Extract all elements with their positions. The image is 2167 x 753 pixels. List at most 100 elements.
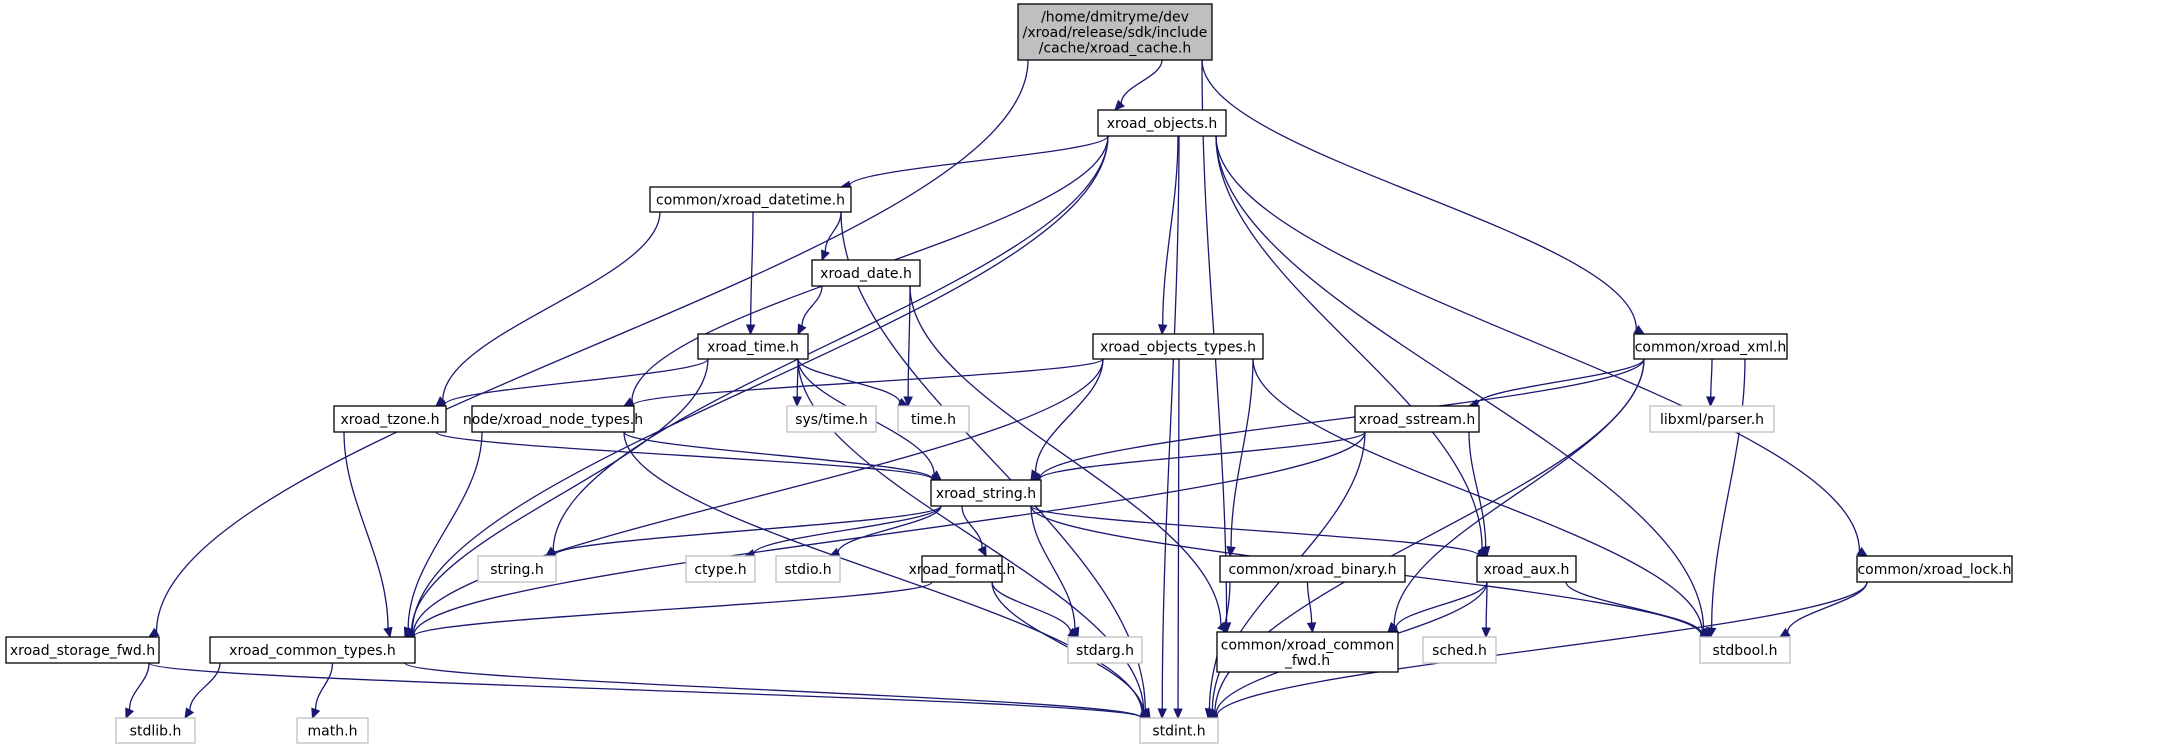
node-objects[interactable]: xroad_objects.h: [1097, 109, 1227, 137]
node-box: [209, 636, 416, 664]
edge-arrowhead: [1217, 621, 1228, 633]
node-box: [921, 555, 1003, 583]
edge-string-to-stdio: [828, 505, 942, 557]
edge-line: [314, 662, 334, 710]
edge-line: [1477, 358, 1645, 404]
edge-storage-to-stdint: [148, 662, 1152, 723]
node-stdarg[interactable]: stdarg.h: [1067, 636, 1143, 664]
edge-xml-to-commonfwd: [1387, 358, 1645, 633]
edge-format-to-stdarg: [991, 581, 1080, 638]
edge-arrowhead: [403, 626, 413, 639]
node-box: [930, 479, 1042, 507]
node-binary[interactable]: common/xroad_binary.h: [1219, 555, 1406, 583]
edge-tzone-to-commontypes: [343, 431, 393, 639]
node-label: common/xroad_binary.h: [1228, 562, 1396, 578]
node-label: xroad_storage_fwd.h: [10, 643, 155, 659]
edge-arrowhead: [1706, 396, 1716, 408]
edge-line: [1161, 135, 1180, 710]
node-box: [685, 555, 756, 583]
node-date[interactable]: xroad_date.h: [811, 259, 921, 287]
node-format[interactable]: xroad_format.h: [909, 555, 1016, 583]
node-sstream[interactable]: xroad_sstream.h: [1354, 405, 1480, 433]
node-label: /home/dmitryme/dev: [1041, 10, 1189, 26]
node-label: stdbool.h: [1713, 643, 1778, 659]
node-lock[interactable]: common/xroad_lock.h: [1856, 555, 2013, 583]
edge-objects-to-datetime: [839, 135, 1109, 190]
node-box: [1097, 109, 1227, 137]
node-box: [1422, 636, 1497, 664]
node-stdint[interactable]: stdint.h: [1139, 717, 1219, 744]
node-root[interactable]: /home/dmitryme/dev/xroad/release/sdk/inc…: [1017, 3, 1213, 61]
edge-arrowhead: [1204, 707, 1215, 720]
node-box: [296, 717, 369, 744]
edge-arrowhead: [1778, 627, 1791, 638]
node-datetime[interactable]: common/xroad_datetime.h: [649, 186, 852, 213]
edge-line: [824, 211, 842, 252]
node-commonfwd[interactable]: common/xroad_common_fwd.h: [1216, 631, 1399, 673]
edge-line: [1710, 358, 1713, 398]
node-xml[interactable]: common/xroad_xml.h: [1633, 333, 1788, 360]
node-storage[interactable]: xroad_storage_fwd.h: [5, 636, 160, 664]
node-stdlib[interactable]: stdlib.h: [115, 717, 196, 744]
nodes-layer: /home/dmitryme/dev/xroad/release/sdk/inc…: [5, 3, 2013, 744]
node-label: /cache/xroad_cache.h: [1039, 41, 1191, 57]
node-nodetypes[interactable]: node/xroad_node_types.h: [463, 405, 643, 433]
edge-line: [1565, 581, 1703, 635]
node-timeh[interactable]: time.h: [897, 405, 970, 433]
edge-arrowhead: [792, 396, 802, 408]
edge-arrowhead: [1306, 622, 1317, 634]
node-time[interactable]: xroad_time.h: [697, 333, 809, 360]
edge-line: [412, 358, 1104, 634]
node-aux[interactable]: xroad_aux.h: [1476, 555, 1577, 583]
node-string[interactable]: xroad_string.h: [930, 479, 1042, 507]
node-label: /xroad/release/sdk/include: [1023, 25, 1208, 41]
edge-datetime-to-time: [745, 211, 756, 336]
node-tzone[interactable]: xroad_tzone.h: [333, 405, 447, 433]
node-stdbool[interactable]: stdbool.h: [1699, 636, 1791, 664]
node-commontypes[interactable]: xroad_common_types.h: [209, 636, 416, 664]
node-systime[interactable]: sys/time.h: [786, 405, 877, 433]
node-label: math.h: [308, 724, 358, 740]
edge-line: [189, 662, 221, 711]
node-label: common/xroad_common: [1221, 637, 1394, 653]
edge-arrowhead: [821, 249, 830, 262]
node-label: libxml/parser.h: [1660, 412, 1764, 428]
node-label: common/xroad_lock.h: [1857, 562, 2011, 578]
edge-line: [155, 59, 1029, 633]
edge-arrowhead: [1481, 627, 1491, 639]
edge-line: [413, 581, 933, 637]
edge-arrowhead: [383, 626, 393, 639]
edge-arrowhead: [1114, 99, 1125, 111]
edge-lock-to-stdbool: [1778, 581, 1868, 638]
edge-arrowhead: [1067, 627, 1080, 638]
edge-line: [1030, 505, 1076, 629]
node-label: xroad_sstream.h: [1359, 412, 1475, 428]
edge-storage-to-stdlib: [125, 662, 150, 720]
node-math[interactable]: math.h: [296, 717, 369, 744]
node-libxml[interactable]: libxml/parser.h: [1649, 405, 1775, 433]
edge-objects-to-stdint: [1157, 135, 1180, 720]
edge-line: [1030, 505, 1479, 556]
edge-line: [1468, 431, 1487, 548]
edge-line: [407, 431, 483, 629]
node-stringh[interactable]: string.h: [477, 555, 557, 583]
edge-xml-to-libxml: [1706, 358, 1716, 408]
edge-datetime-to-tzone: [435, 211, 661, 407]
node-objtypes[interactable]: xroad_objects_types.h: [1092, 333, 1264, 360]
edge-arrowhead: [1158, 324, 1168, 336]
edge-line: [1215, 135, 1861, 552]
edge-tzone-to-string: [435, 431, 943, 484]
node-label: stdint.h: [1152, 724, 1205, 740]
node-stdio[interactable]: stdio.h: [775, 555, 841, 583]
node-label: sys/time.h: [795, 412, 868, 428]
edge-line: [1162, 135, 1179, 326]
node-label: common/xroad_xml.h: [1635, 340, 1787, 356]
edge-arrowhead: [184, 707, 195, 720]
edge-arrowhead: [1226, 546, 1236, 558]
node-box: [1649, 405, 1775, 433]
edge-arrowhead: [1173, 708, 1183, 720]
edge-time-to-tzone: [434, 358, 709, 410]
node-ctype[interactable]: ctype.h: [685, 555, 756, 583]
edge-arrowhead: [977, 545, 987, 558]
node-sched[interactable]: sched.h: [1422, 636, 1497, 664]
